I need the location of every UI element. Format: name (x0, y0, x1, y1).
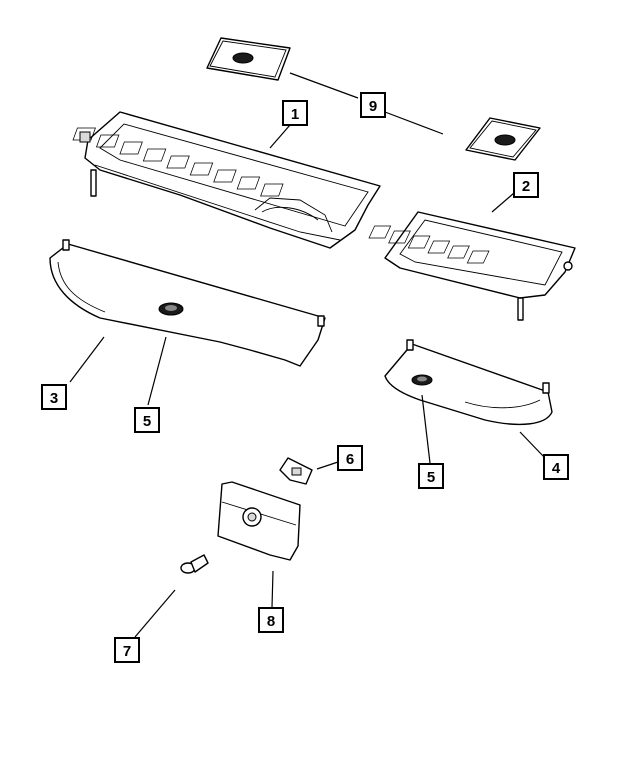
svg-text:3: 3 (50, 390, 58, 407)
seat-frame-small (368, 211, 576, 321)
leader-3 (69, 336, 105, 383)
leader-8 (271, 570, 274, 608)
callout-1: 1 (282, 100, 308, 126)
callout-8: 8 (258, 607, 284, 633)
bolt (180, 554, 209, 574)
callout-7: 7 (114, 637, 140, 663)
svg-text:4: 4 (552, 460, 561, 477)
pad-right (465, 117, 541, 161)
leader-1 (269, 124, 291, 149)
cushion-panel-small (384, 339, 553, 426)
clip (279, 457, 313, 485)
leader-5b (421, 394, 431, 464)
leader-6 (316, 461, 339, 470)
leader-7 (134, 589, 176, 638)
svg-text:7: 7 (123, 643, 131, 660)
leader-5a (147, 336, 167, 406)
svg-text:6: 6 (346, 451, 354, 468)
leader-9-right (384, 111, 444, 135)
svg-text:9: 9 (369, 98, 377, 115)
cushion-panel-large (49, 239, 326, 367)
callout-2: 2 (513, 172, 539, 198)
leader-4 (519, 431, 546, 459)
svg-text:5: 5 (143, 413, 151, 430)
callout-5-right: 5 (418, 463, 444, 489)
svg-text:1: 1 (291, 106, 299, 123)
callout-5-left: 5 (134, 407, 160, 433)
svg-text:5: 5 (427, 469, 435, 486)
callout-9: 9 (360, 92, 386, 118)
bracket-cover (217, 481, 301, 561)
callout-3: 3 (41, 384, 67, 410)
svg-text:8: 8 (267, 613, 275, 630)
seat-frame-large (72, 111, 381, 249)
callout-6: 6 (337, 445, 363, 471)
pad-left (206, 37, 291, 81)
leader-9-left (289, 72, 359, 99)
leader-2 (491, 192, 515, 213)
callout-4: 4 (543, 454, 569, 480)
svg-text:2: 2 (522, 178, 530, 195)
